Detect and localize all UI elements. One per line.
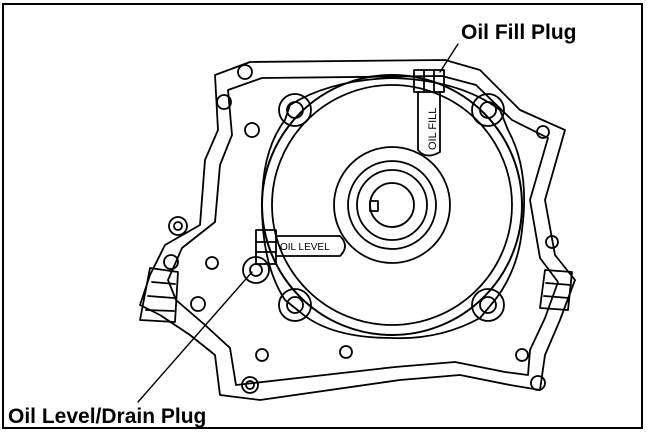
left-lug: [139, 267, 179, 323]
crankcase-inner-edge: [167, 75, 559, 386]
right-lug-line-2: [543, 295, 570, 299]
crankshaft: [369, 182, 415, 228]
right-lug-line-1: [545, 282, 572, 286]
fill-marking-text: OIL FILL: [427, 108, 439, 150]
right-lug: [539, 269, 573, 311]
level-marking-text: OIL LEVEL: [280, 242, 330, 253]
drain-leader-line: [137, 271, 253, 403]
crankcase-outline: [139, 59, 576, 401]
shaft-keyway: [369, 200, 379, 212]
hub-inner: [356, 169, 428, 241]
cover-flange: [261, 77, 526, 340]
oil-fill-plug-label: Oil Fill Plug: [461, 21, 577, 44]
left-lug-line-1: [151, 281, 176, 285]
fill-leader-line: [439, 43, 459, 73]
left-lug-line-3: [145, 309, 175, 312]
hub-outer: [333, 146, 451, 264]
oil-level-drain-plug-label: Oil Level/Drain Plug: [8, 405, 207, 428]
oil-level-plug-drawing: [137, 229, 346, 403]
figure-border: [2, 3, 643, 429]
oil-fill-plug-drawing: [413, 43, 459, 157]
crankcase-holes: [163, 64, 559, 394]
left-lug-line-2: [147, 295, 175, 299]
cover-bosses: [278, 93, 505, 322]
hub-mid: [347, 160, 437, 250]
main-cover-rim: [271, 84, 513, 326]
